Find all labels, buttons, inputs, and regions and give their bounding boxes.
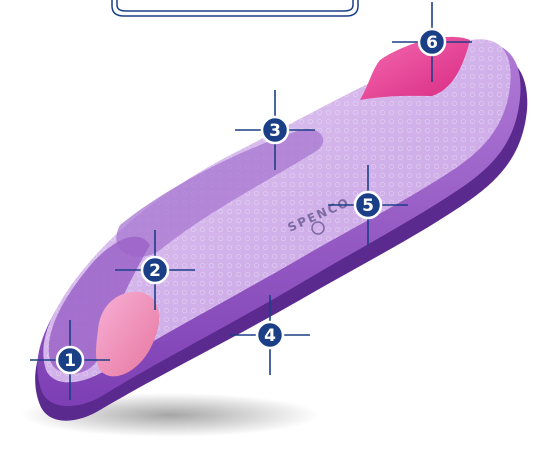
- callout-4: 4: [230, 295, 310, 375]
- callout-number: 4: [264, 326, 276, 346]
- callout-number: 2: [149, 261, 161, 281]
- callout-2: 2: [115, 230, 195, 310]
- callout-5: 5: [328, 165, 408, 245]
- callout-number: 5: [362, 196, 374, 216]
- callout-number: 6: [426, 33, 438, 53]
- callout-number: 1: [64, 351, 76, 371]
- callout-3: 3: [235, 90, 315, 170]
- callout-6: 6: [392, 2, 472, 82]
- callout-1: 1: [30, 320, 110, 400]
- callout-number: 3: [269, 121, 281, 141]
